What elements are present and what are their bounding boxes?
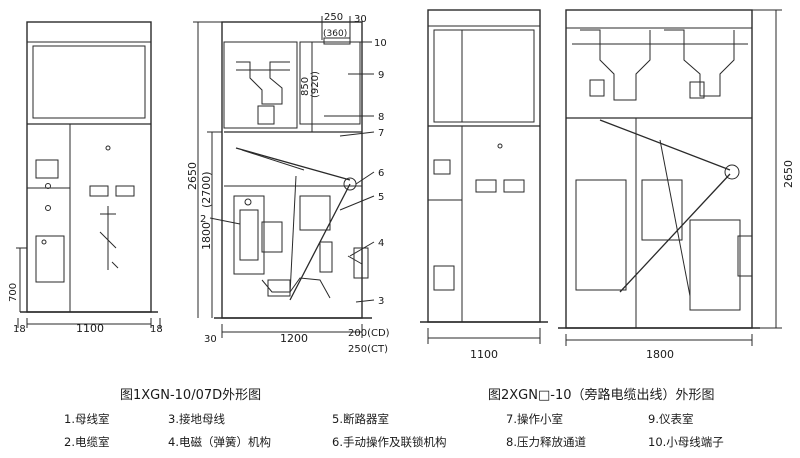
- fig1-callout-10: 10: [374, 38, 387, 49]
- fig1-side-dim-920: (920): [310, 71, 321, 98]
- fig1-callout-3: 3: [378, 296, 384, 307]
- legend-item-8: 8.压力释放通道: [506, 435, 586, 449]
- legend-item-6: 6.手动操作及联锁机构: [332, 435, 447, 449]
- fig1-side-dim-2700: (2700): [200, 171, 213, 208]
- legend-item-1: 1.母线室: [64, 412, 110, 426]
- fig1-side-dim-30: 30: [354, 14, 367, 25]
- fig1-side-dim-30-left: 30: [204, 334, 217, 345]
- fig1-front-dim-18-right: 18: [150, 324, 163, 335]
- fig1-side-dim-250: 250: [324, 12, 343, 23]
- fig1-callout-8: 8: [378, 112, 384, 123]
- fig2-side-dim-1800: 1800: [646, 348, 674, 361]
- fig1-front-dim-700: 700: [8, 283, 19, 302]
- fig2-caption: 图2XGN□-10（旁路电缆出线）外形图: [488, 388, 715, 403]
- legend-item-4: 4.电磁（弹簧）机构: [168, 435, 271, 449]
- legend-item-3: 3.接地母线: [168, 412, 225, 426]
- legend-item-9: 9.仪表室: [648, 412, 694, 426]
- fig1-side-view: [193, 16, 375, 338]
- fig1-callout-5: 5: [378, 192, 384, 203]
- legend-item-7: 7.操作小室: [506, 412, 563, 426]
- fig1-side-dim-850: 850: [300, 77, 311, 96]
- fig1-callout-7: 7: [378, 128, 384, 139]
- fig1-front-dim-1100: 1100: [76, 322, 104, 335]
- fig1-front-dim-18-left: 18: [13, 324, 26, 335]
- fig1-callout-9: 9: [378, 70, 384, 81]
- legend-item-5: 5.断路器室: [332, 412, 389, 426]
- fig1-side-dim-250ct: 250(CT): [348, 344, 388, 355]
- fig1-callout-4: 4: [378, 238, 384, 249]
- fig1-side-dim-360: (360): [323, 29, 347, 39]
- fig2-front-view: [420, 9, 548, 344]
- fig1-callout-2: 2: [200, 214, 206, 225]
- fig1-front-view: [16, 21, 161, 328]
- fig2-side-view: [558, 9, 782, 346]
- fig2-front-dim-1100: 1100: [470, 348, 498, 361]
- legend-item-10: 10.小母线端子: [648, 435, 724, 449]
- legend-item-2: 2.电缆室: [64, 435, 110, 449]
- fig1-callout-6: 6: [378, 168, 384, 179]
- fig1-side-dim-200cd: 200(CD): [348, 328, 390, 339]
- fig1-side-dim-1800: 1800: [200, 222, 213, 250]
- fig1-caption: 图1XGN-10/07D外形图: [120, 388, 262, 403]
- fig1-side-dim-2650: 2650: [186, 162, 199, 190]
- fig2-side-dim-2650: 2650: [782, 160, 795, 188]
- fig1-side-dim-1200: 1200: [280, 332, 308, 345]
